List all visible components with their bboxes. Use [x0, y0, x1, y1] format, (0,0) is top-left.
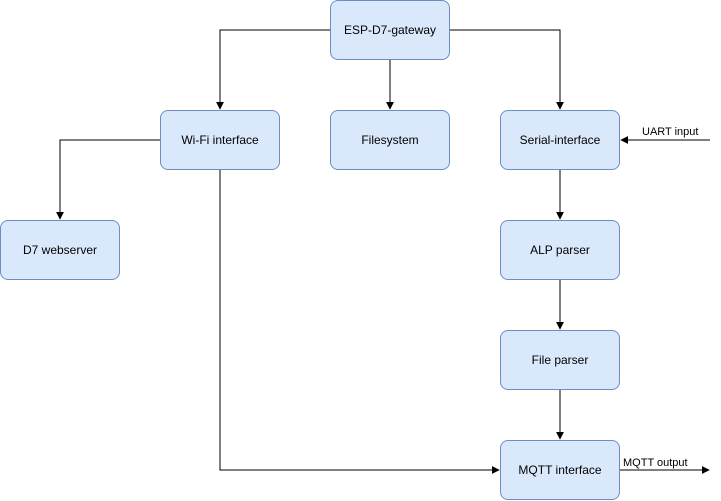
- label-uart-input: UART input: [642, 126, 699, 138]
- edge-gateway-to-serial: [450, 29, 564, 110]
- node-esp-d7-gateway[interactable]: ESP-D7-gateway: [330, 0, 450, 60]
- label-mqtt-output: MQTT output: [623, 457, 688, 469]
- edge-wifi-to-mqtt: [219, 170, 500, 474]
- node-file-parser[interactable]: File parser: [500, 330, 620, 390]
- node-mqtt-interface[interactable]: MQTT interface: [500, 440, 620, 500]
- edge-gateway-to-wifi: [216, 29, 330, 110]
- node-wifi-interface[interactable]: Wi-Fi interface: [160, 110, 280, 170]
- node-d7-webserver[interactable]: D7 webserver: [0, 220, 120, 280]
- edge-wifi-to-webserver: [56, 139, 160, 220]
- node-alp-parser[interactable]: ALP parser: [500, 220, 620, 280]
- node-filesystem[interactable]: Filesystem: [330, 110, 450, 170]
- node-serial-interface[interactable]: Serial-interface: [500, 110, 620, 170]
